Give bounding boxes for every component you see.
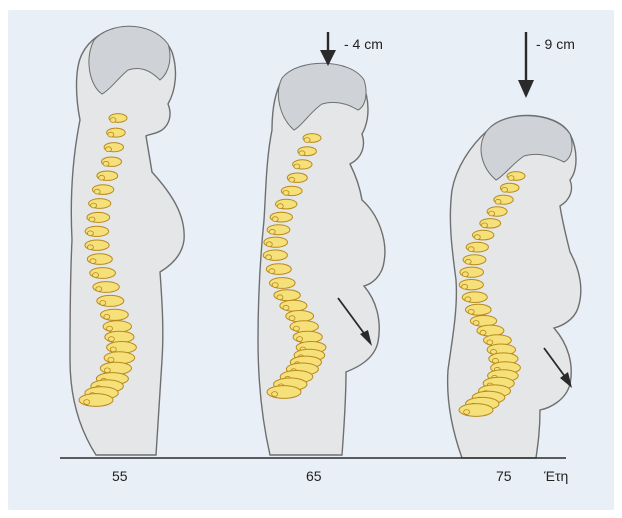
vertebra-process [90, 259, 96, 264]
vertebra-process [294, 164, 300, 169]
vertebra-process [474, 235, 480, 240]
vertebra-process [464, 410, 470, 415]
vertebra-process [272, 392, 278, 397]
vertebra-process [99, 175, 105, 180]
vertebra-process [269, 269, 275, 274]
age-label-55: 55 [112, 468, 128, 484]
vertebra-process [482, 223, 488, 228]
vertebra-process [293, 326, 299, 331]
vertebra-process [266, 242, 272, 247]
vertebra-process [89, 217, 95, 222]
vertebra-process [277, 204, 283, 209]
vertebra-process [465, 297, 471, 302]
vertebra-process [495, 199, 501, 204]
age-label-65: 65 [306, 468, 322, 484]
vertebra-process [106, 147, 112, 152]
vertebra-process [272, 283, 278, 288]
arrow-head [518, 80, 534, 98]
vertebra-process [462, 272, 468, 277]
vertebra-process [266, 255, 272, 260]
vertebra-process [104, 314, 110, 319]
vertebra-process [468, 309, 474, 314]
vertebra-process [87, 245, 93, 250]
vertebra-process [299, 151, 305, 156]
figure-age-55 [70, 26, 184, 455]
vertebra-process [487, 340, 493, 345]
vertebra-process [480, 330, 486, 335]
height-loss-label-75: - 9 cm [536, 36, 575, 52]
vertebra-process [91, 203, 97, 208]
vertebra-process [289, 316, 295, 321]
vertebra-process [508, 176, 514, 181]
vertebra-process [272, 217, 278, 222]
vertebra-process [110, 118, 116, 123]
figure-age-65 [258, 63, 385, 455]
vertebra-process [96, 287, 102, 292]
vertebra-process [110, 347, 116, 352]
vertebra-process [473, 321, 479, 326]
vertebra-process [87, 231, 93, 236]
vertebra-process [84, 400, 90, 405]
vertebra-process [108, 132, 114, 137]
height-loss-label-65: - 4 cm [344, 36, 383, 52]
vertebra-process [108, 337, 114, 342]
vertebra-process [468, 247, 474, 252]
height-loss-arrow-65 [320, 32, 336, 66]
vertebra-process [283, 191, 289, 196]
vertebra-process [277, 295, 283, 300]
axis-unit-label: Έτη [544, 468, 568, 484]
figure-age-75 [448, 115, 581, 458]
vertebra-process [107, 326, 113, 331]
vertebra-process [465, 259, 471, 264]
vertebra-process [283, 305, 289, 310]
vertebra-process [93, 273, 99, 278]
vertebra-process [297, 337, 303, 342]
vertebra-process [108, 357, 114, 362]
height-loss-arrow-75 [518, 32, 534, 98]
vertebra-process [269, 229, 275, 234]
vertebra-process [100, 301, 106, 306]
vertebra-process [489, 211, 495, 216]
age-label-75: 75 [496, 468, 512, 484]
vertebra-process [462, 284, 468, 289]
vertebra-process [502, 187, 508, 192]
vertebra-process [289, 177, 295, 182]
vertebra-process [104, 368, 110, 373]
vertebra-process [94, 189, 100, 194]
vertebra-process [304, 138, 310, 143]
vertebra-process [103, 161, 109, 166]
